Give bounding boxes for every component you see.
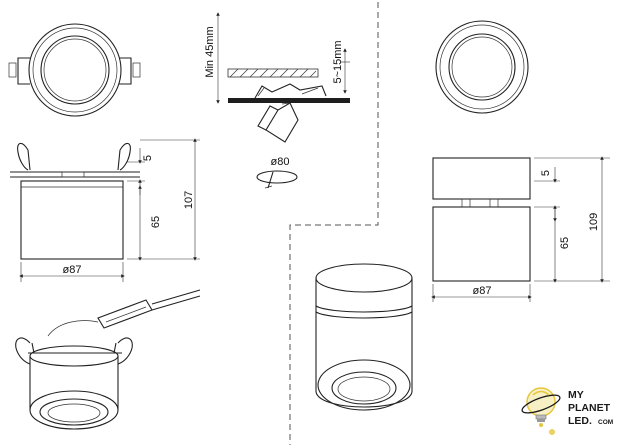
recessed-3d-view xyxy=(15,289,201,430)
surface-top-view xyxy=(435,20,529,114)
surface-3d-view xyxy=(315,263,413,411)
min-thickness-label: Min 45mm xyxy=(204,26,216,77)
left-diameter-label: ø87 xyxy=(63,264,82,276)
section-divider xyxy=(289,2,379,445)
installation-detail xyxy=(216,12,350,143)
recessed-top-view xyxy=(8,23,141,117)
cutout-symbol xyxy=(256,170,298,189)
left-top-gap-label: 5 xyxy=(142,155,154,161)
logo-line-3: LED. xyxy=(568,415,592,427)
right-total-label: 109 xyxy=(588,213,600,231)
ceiling-range-label: 5~15mm xyxy=(332,40,344,83)
right-top-gap-label: 5 xyxy=(540,170,552,176)
logo-suffix: COM xyxy=(598,419,613,426)
logo-line-2: PLANET xyxy=(568,402,611,414)
logo-line-1: MY xyxy=(568,389,584,401)
left-body-label: 65 xyxy=(150,216,162,228)
surface-side-view xyxy=(431,156,610,302)
recessed-side-view xyxy=(10,138,200,282)
right-body-label: 65 xyxy=(559,237,571,249)
cutout-label: ø80 xyxy=(271,156,290,168)
right-diameter-label: ø87 xyxy=(473,285,492,297)
brand-logo xyxy=(521,387,561,435)
left-total-label: 107 xyxy=(183,191,195,209)
